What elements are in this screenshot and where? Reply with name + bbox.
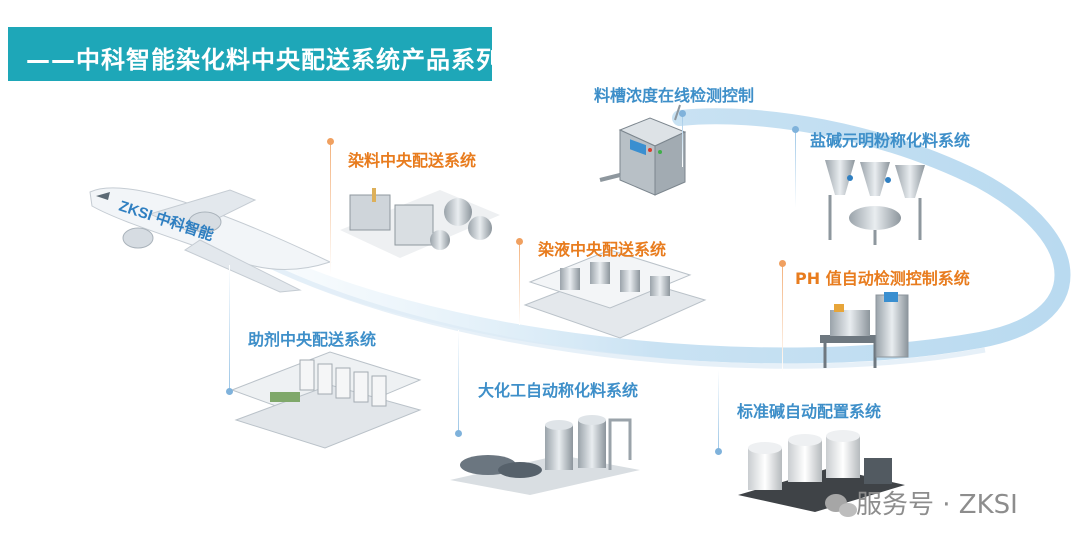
connector-line bbox=[682, 112, 683, 167]
bulk-chemical-equipment bbox=[450, 415, 640, 495]
connector-line bbox=[458, 330, 459, 434]
label-ph-control: PH 值自动检测控制系统 bbox=[795, 269, 970, 288]
connector-line bbox=[718, 370, 719, 452]
connector-dot bbox=[327, 138, 334, 145]
connector-dot bbox=[226, 388, 233, 395]
dye-central-equipment bbox=[340, 188, 500, 258]
connector-line bbox=[519, 240, 520, 325]
connector-line bbox=[330, 140, 331, 275]
label-auxiliary: 助剂中央配送系统 bbox=[248, 330, 377, 349]
label-standard-alkali: 标准碱自动配置系统 bbox=[737, 402, 882, 421]
dye-liquid-equipment bbox=[523, 249, 707, 339]
wechat-icon bbox=[825, 494, 857, 517]
standard-alkali-equipment bbox=[738, 430, 905, 512]
connector-dot bbox=[679, 110, 686, 117]
tank-concentration-equipment bbox=[599, 104, 687, 196]
label-dye-liquid: 染液中央配送系统 bbox=[538, 240, 667, 259]
label-tank-concentration: 料槽浓度在线检测控制 bbox=[594, 86, 755, 105]
label-bulk-chemical: 大化工自动称化料系统 bbox=[478, 381, 639, 400]
page-title: ——中科智能染化料中央配送系统产品系列 bbox=[26, 46, 501, 74]
connector-line bbox=[782, 262, 783, 372]
connector-dot bbox=[715, 448, 722, 455]
salt-alkali-equipment bbox=[825, 160, 925, 245]
connector-dot bbox=[792, 126, 799, 133]
ph-control-equipment bbox=[820, 292, 909, 368]
connector-dot bbox=[516, 238, 523, 245]
auxiliary-equipment bbox=[230, 351, 422, 449]
airplane-icon: ZKSI 中科智能 bbox=[89, 187, 332, 293]
connector-line bbox=[229, 265, 230, 392]
watermark-text: 服务号 · ZKSI bbox=[856, 490, 1018, 520]
label-salt-alkali: 盐碱元明粉称化料系统 bbox=[810, 131, 971, 150]
title-banner: ——中科智能染化料中央配送系统产品系列 bbox=[8, 27, 500, 81]
label-dye-central: 染料中央配送系统 bbox=[348, 151, 477, 170]
watermark: 服务号 · ZKSI bbox=[818, 484, 1018, 521]
connector-dot bbox=[779, 260, 786, 267]
swoosh-curve bbox=[242, 108, 1071, 364]
connector-dot bbox=[455, 430, 462, 437]
connector-line bbox=[795, 128, 796, 208]
